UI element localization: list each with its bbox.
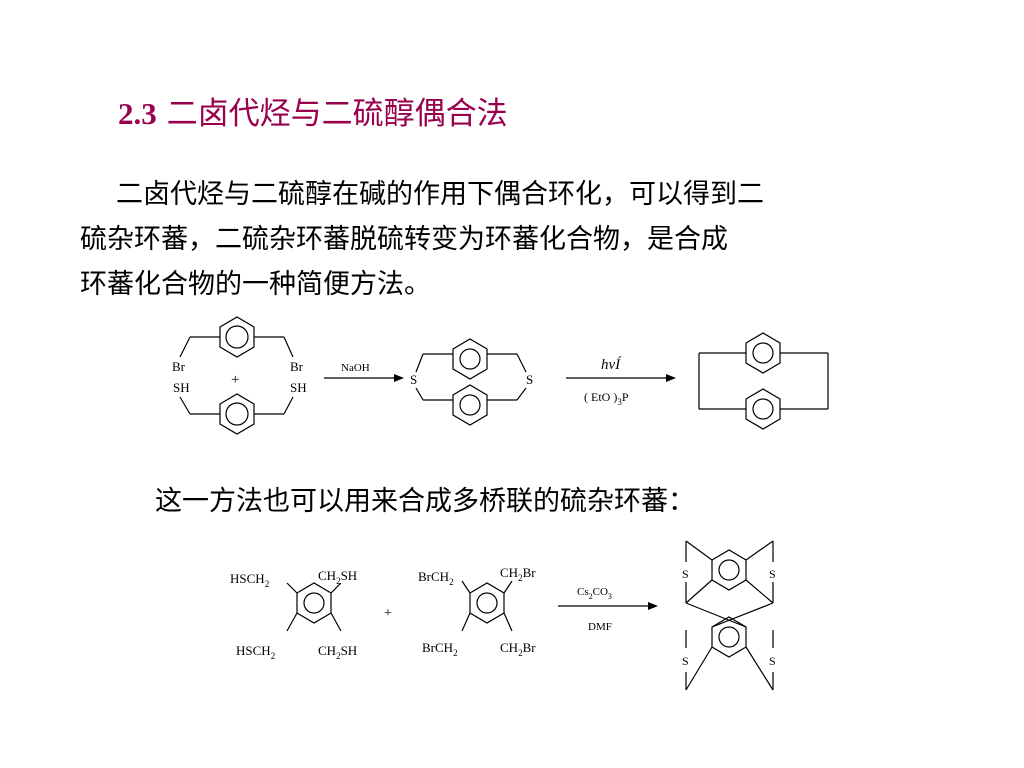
br-label: Br	[290, 359, 304, 374]
reagent-hv: hνÍ	[601, 356, 622, 373]
sulfur-label: S	[682, 654, 689, 668]
benzene-ring	[219, 393, 255, 435]
reagent-cs2co3: Cs2CO3	[577, 586, 612, 601]
sh-label: SH	[173, 380, 190, 395]
paragraph-line-1: 二卤代烃与二硫醇在碱的作用下偶合环化，可以得到二	[116, 179, 764, 210]
plus-sign: +	[231, 372, 239, 388]
sulfur-label: S	[682, 567, 689, 581]
substituent-label: HSCH2	[236, 643, 275, 661]
benzene-ring	[452, 384, 488, 426]
substituent-label: BrCH2	[418, 569, 454, 587]
benzene-ring	[745, 388, 781, 430]
benzene-ring	[296, 582, 332, 624]
sulfur-label: S	[769, 567, 776, 581]
substituent-label: CH2Br	[500, 640, 536, 658]
substituent-label: HSCH2	[230, 571, 269, 589]
sh-label: SH	[290, 380, 307, 395]
substituent-label: CH2Br	[500, 565, 536, 583]
reagent-phosphite: ( EtO )3P	[584, 390, 629, 407]
paragraph-line-2: 硫杂环蕃，二硫杂环蕃脱硫转变为环蕃化合物，是合成	[80, 224, 728, 255]
substituent-label: CH2SH	[318, 568, 357, 586]
intro-paragraph: 二卤代烃与二硫醇在碱的作用下偶合环化，可以得到二 硫杂环蕃，二硫杂环蕃脱硫转变为…	[80, 172, 960, 307]
sulfur-label: S	[526, 372, 533, 387]
section-title: 二卤代烃与二硫醇偶合法	[166, 96, 508, 132]
sulfur-label: S	[769, 654, 776, 668]
reagent-naoh: NaOH	[341, 362, 370, 374]
benzene-ring	[469, 582, 505, 624]
benzene-ring	[711, 549, 747, 591]
page-title: 2.3 二卤代烃与二硫醇偶合法	[118, 88, 508, 133]
benzene-ring	[745, 332, 781, 374]
benzene-ring	[452, 338, 488, 380]
substituent-label: BrCH2	[422, 640, 458, 658]
reagent-dmf: DMF	[588, 621, 612, 633]
benzene-ring	[711, 616, 747, 658]
paragraph-line-3: 环蕃化合物的一种简便方法。	[80, 269, 431, 300]
benzene-ring	[219, 316, 255, 358]
substituent-label: CH2SH	[318, 643, 357, 661]
plus-sign: +	[384, 606, 392, 621]
method-note: 这一方法也可以用来合成多桥联的硫杂环蕃：	[155, 486, 695, 517]
br-label: Br	[172, 359, 186, 374]
sulfur-label: S	[410, 372, 417, 387]
section-number: 2.3	[118, 96, 157, 131]
